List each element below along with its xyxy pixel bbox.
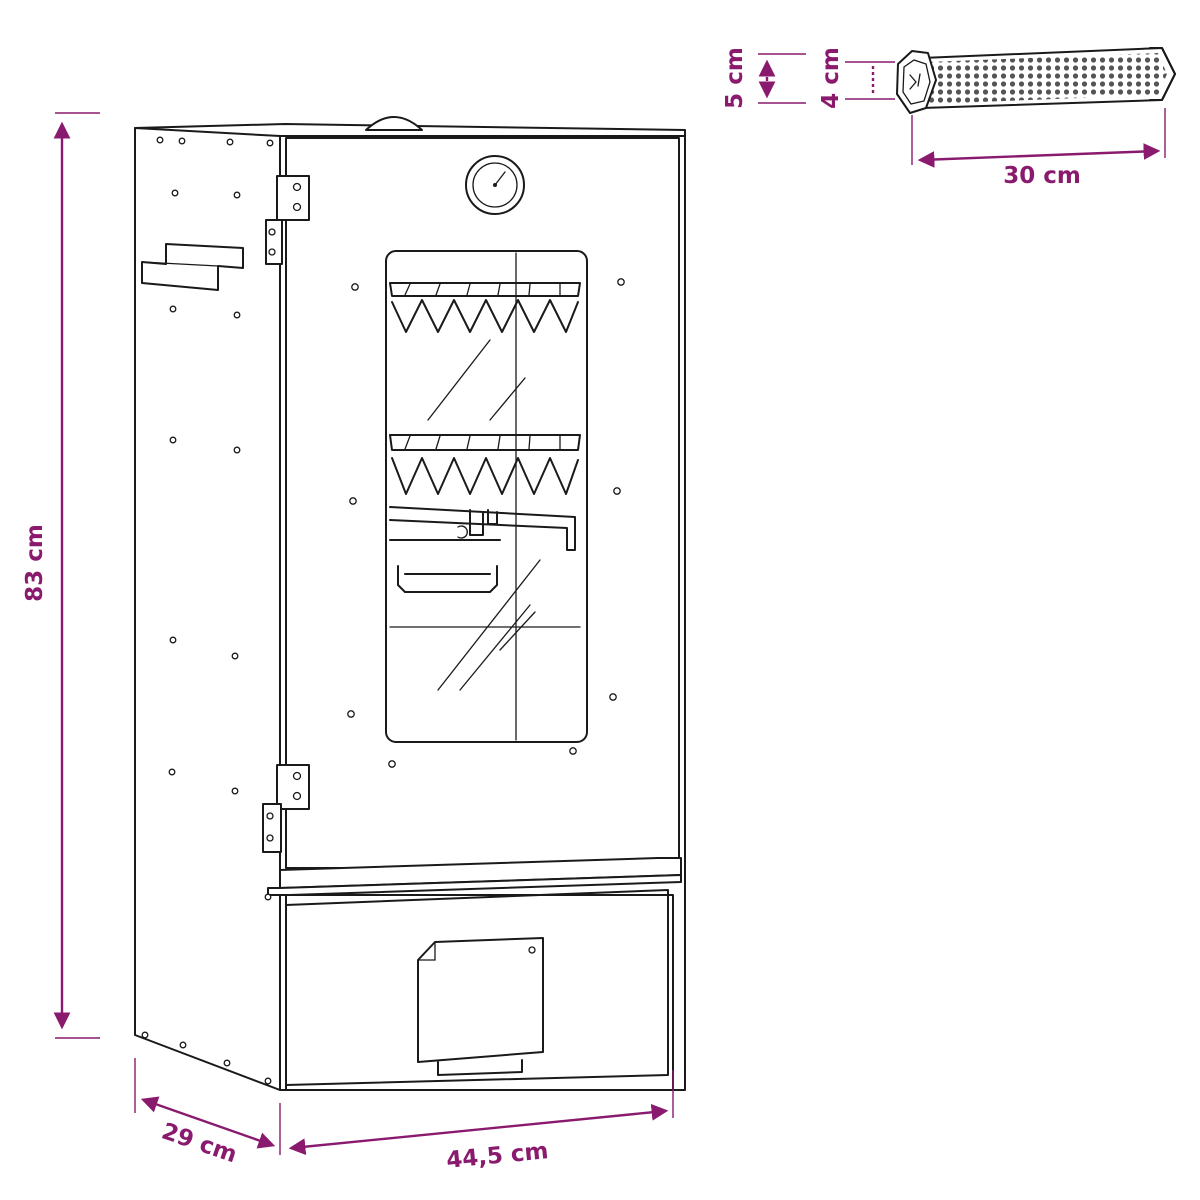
tube-inner-dimension: 4 cm [818,47,895,109]
door-window [385,250,588,743]
smoker-cabinet [134,116,686,1091]
tube-length-label: 30 cm [1003,163,1081,189]
grill-rack-upper [389,282,581,333]
door-hinge-bottom [262,764,310,853]
tube-outer-dimension: 5 cm [722,47,806,109]
door-hinge-top [265,175,310,265]
drip-tray [389,506,576,551]
firebox-door [417,937,544,1063]
wood-chip-tray [397,565,498,593]
front-rivets [347,278,625,768]
smoke-tube [896,47,1176,114]
depth-label: 29 cm [158,1118,240,1168]
top-vent [365,116,423,131]
thermometer-gauge [465,155,525,215]
tube-length-dimension: 30 cm [911,108,1166,189]
firebox-base [267,857,682,1091]
tube-outer-label: 5 cm [722,47,748,109]
side-rivets [141,136,274,1085]
height-label: 83 cm [22,524,48,602]
tube-inner-label: 4 cm [818,47,844,109]
height-dimension: 83 cm [22,112,100,1039]
width-label: 44,5 cm [445,1138,549,1174]
grill-rack-lower [389,434,581,495]
